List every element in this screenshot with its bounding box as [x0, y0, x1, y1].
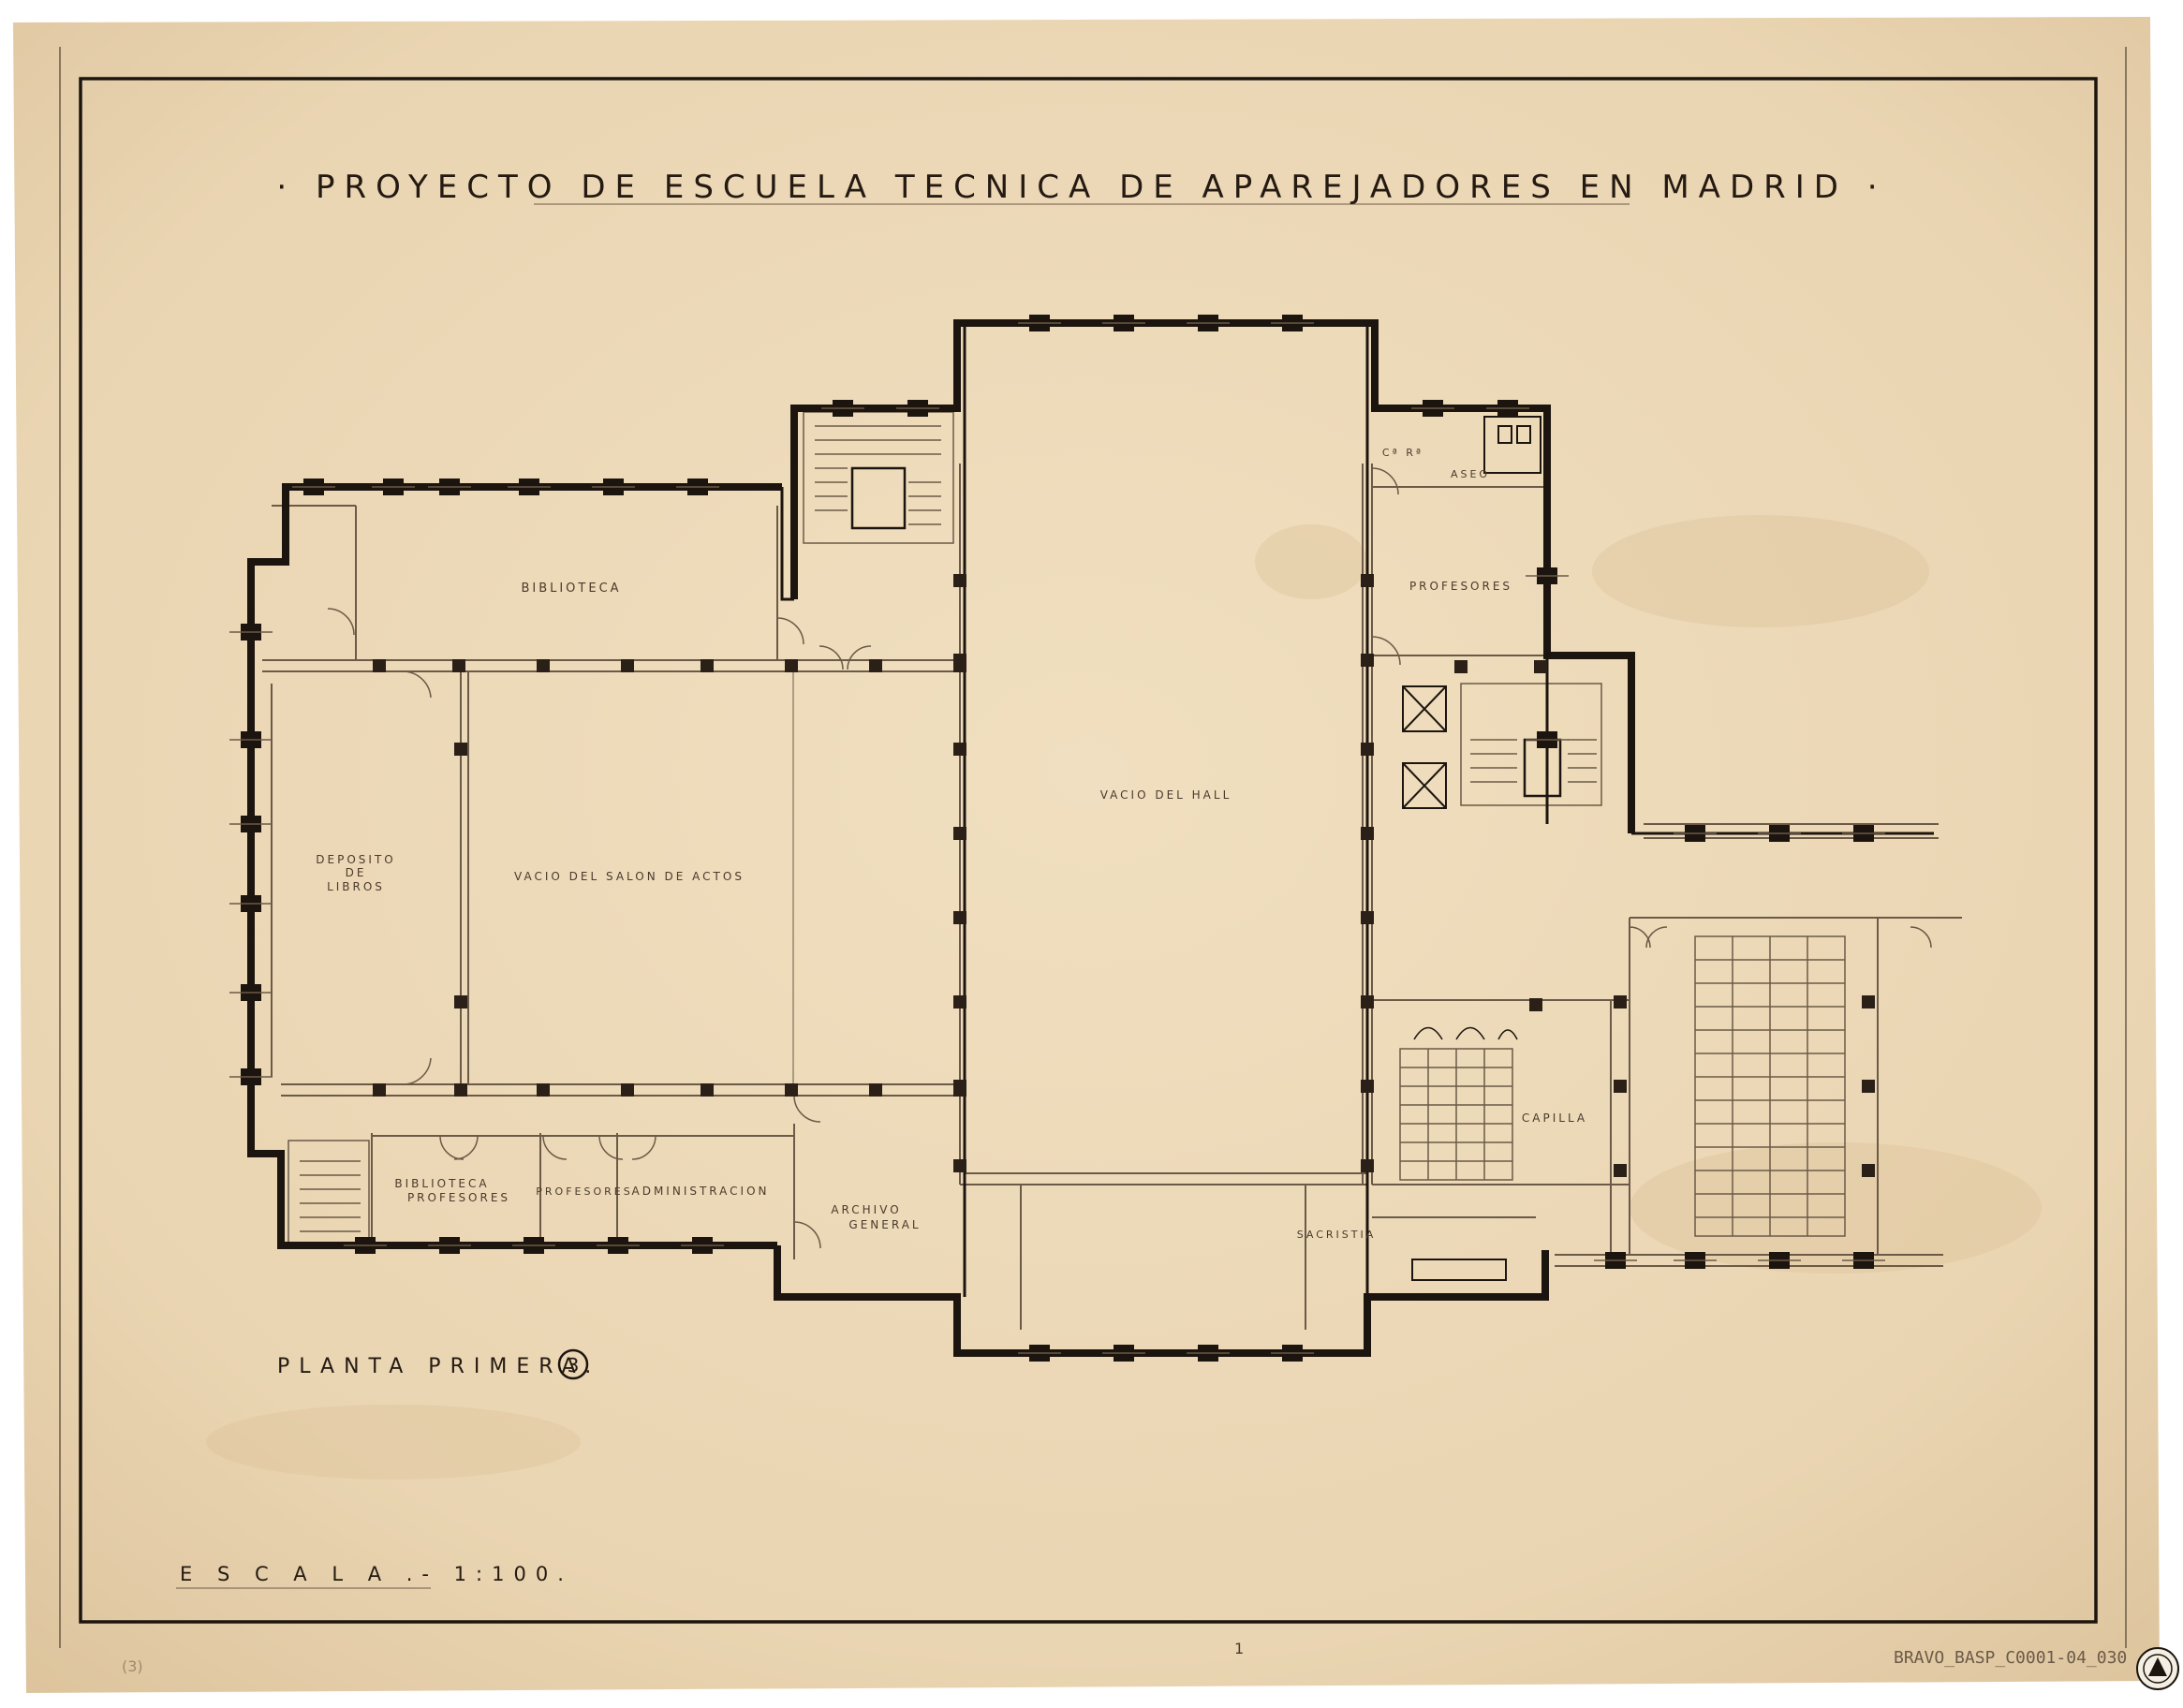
column-marker — [1361, 743, 1374, 756]
column-marker — [1361, 574, 1374, 587]
column-marker — [869, 659, 882, 672]
column-marker — [1614, 995, 1627, 1009]
column-marker — [537, 1083, 550, 1097]
sheet-mark: 1 — [1234, 1640, 1244, 1657]
room-label-sacristia: SACRISTIA — [1297, 1229, 1377, 1241]
room-label-biblioteca-profesores-1: BIBLIOTECA — [394, 1177, 489, 1190]
archive-seal-icon — [2136, 1647, 2179, 1690]
column-marker — [953, 574, 966, 587]
elevators — [1402, 685, 1447, 809]
room-label-biblioteca: BIBLIOTECA — [521, 582, 621, 596]
archive-reference: BRAVO_BASP_C0001-04_030 — [1894, 1648, 2127, 1668]
column-marker — [953, 911, 966, 924]
room-label-administracion: ADMINISTRACION — [632, 1185, 770, 1198]
chapel-pews-left — [1399, 1048, 1513, 1181]
column-marker — [785, 659, 798, 672]
plan-number-circle — [557, 1348, 589, 1380]
room-label-cr: Cª Rª — [1382, 447, 1423, 459]
plan-number: 3 — [568, 1354, 580, 1377]
column-marker — [454, 1083, 467, 1097]
column-marker — [1862, 1080, 1875, 1093]
column-marker — [1361, 1080, 1374, 1093]
room-label-profesores: PROFESORES — [1409, 580, 1512, 593]
exterior-walls — [247, 319, 1635, 1357]
column-marker — [953, 743, 966, 756]
column-marker — [621, 659, 634, 672]
column-marker — [953, 654, 966, 667]
scale-label: E S C A L A .- 1:100. — [180, 1563, 573, 1585]
room-label-biblioteca-profesores-2: PROFESORES — [407, 1191, 510, 1204]
column-marker — [701, 659, 714, 672]
column-marker — [953, 1080, 966, 1093]
chapel-pews-right — [1694, 935, 1846, 1237]
column-marker — [1361, 654, 1374, 667]
room-label-deposito-1: DEPOSITO — [316, 853, 395, 866]
room-label-deposito-3: LIBROS — [327, 880, 385, 893]
plan-label: PLANTA PRIMERA. — [277, 1355, 600, 1378]
chapel-door-fans — [1413, 1026, 1518, 1040]
column-marker — [953, 827, 966, 840]
column-marker — [1361, 1159, 1374, 1172]
drawing-frame — [79, 77, 2098, 1624]
room-label-archivo-2: GENERAL — [848, 1218, 921, 1231]
column-marker — [1361, 911, 1374, 924]
column-marker — [1361, 827, 1374, 840]
column-marker — [1529, 998, 1542, 1011]
column-marker — [1862, 1164, 1875, 1177]
room-label-profesores-small: PROFESORES — [536, 1185, 632, 1198]
door-swings — [327, 467, 1932, 1249]
column-marker — [869, 1083, 882, 1097]
column-marker — [537, 659, 550, 672]
column-marker — [454, 995, 467, 1009]
room-label-capilla: CAPILLA — [1522, 1112, 1587, 1125]
room-label-vacio-salon: VACIO DEL SALON DE ACTOS — [514, 870, 745, 883]
margin-note: (3) — [122, 1657, 143, 1675]
structural-columns — [229, 315, 1885, 1362]
column-marker — [621, 1083, 634, 1097]
column-marker — [452, 659, 465, 672]
room-label-vacio-hall: VACIO DEL HALL — [1100, 788, 1232, 802]
column-marker — [1534, 660, 1547, 673]
column-marker — [1361, 995, 1374, 1009]
altar-table — [1411, 1259, 1507, 1281]
room-label-archivo-1: ARCHIVO — [831, 1203, 901, 1216]
column-marker — [373, 659, 386, 672]
room-label-deposito-2: DE — [346, 866, 367, 879]
column-marker — [785, 1083, 798, 1097]
column-marker — [1614, 1164, 1627, 1177]
column-marker — [1454, 660, 1468, 673]
column-marker — [1862, 995, 1875, 1009]
column-marker — [953, 995, 966, 1009]
paper-sheet — [13, 17, 2160, 1693]
drawing-title: · PROYECTO DE ESCUELA TECNICA DE APAREJA… — [276, 169, 1886, 206]
column-marker — [1614, 1080, 1627, 1093]
column-marker — [953, 1159, 966, 1172]
column-marker — [373, 1083, 386, 1097]
room-label-aseo: ASEO — [1451, 468, 1490, 480]
paper-stains — [206, 515, 2042, 1480]
column-marker — [454, 743, 467, 756]
column-marker — [701, 1083, 714, 1097]
